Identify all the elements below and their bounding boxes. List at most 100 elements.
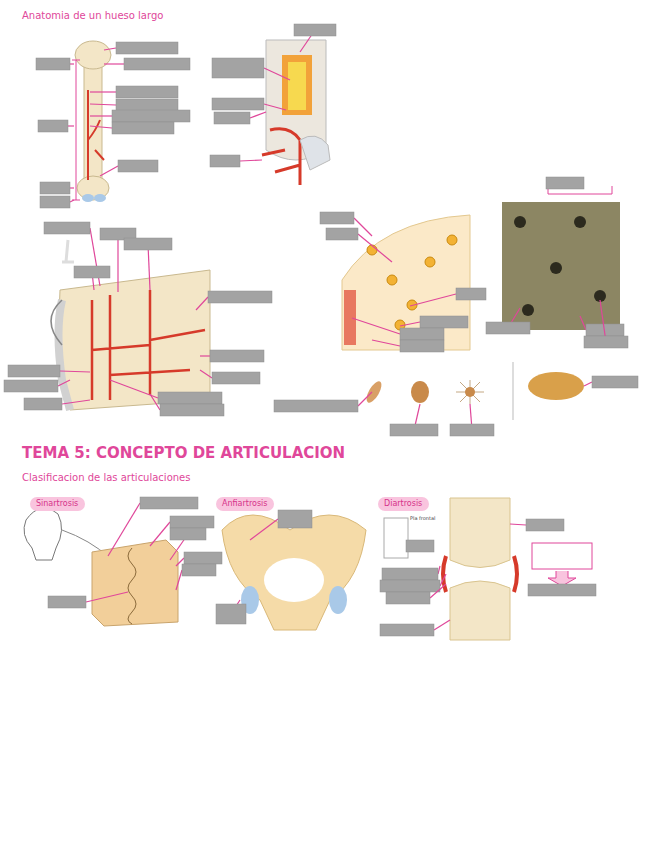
osteoprogenitor (364, 379, 385, 405)
blank-label (212, 372, 260, 384)
blank-label (4, 380, 58, 392)
topic-heading: TEMA 5: CONCEPTO DE ARTICULACION (22, 444, 345, 462)
blank-label (124, 58, 190, 70)
leader-line (358, 392, 372, 406)
cartilage (82, 194, 94, 202)
leader-line (90, 104, 116, 105)
skull-outline (24, 508, 62, 560)
blank-label (212, 98, 264, 110)
blank-label (210, 350, 264, 362)
leader-line (410, 294, 456, 306)
canal (344, 290, 356, 345)
leader-line (196, 297, 208, 310)
category-pill: Anfiartrosis (216, 497, 274, 511)
bracket (532, 543, 592, 569)
blank-label (44, 222, 90, 234)
blank-label (400, 328, 444, 340)
blank-label (40, 182, 70, 194)
lamella (342, 215, 470, 350)
tissue (502, 202, 620, 330)
leader-line (250, 112, 266, 118)
vessel (262, 129, 300, 185)
leader-line (200, 370, 212, 378)
marrow (282, 55, 312, 115)
subheading: Clasificacion de las articulaciones (22, 472, 190, 483)
leader-line (90, 115, 112, 116)
blank-label (278, 510, 312, 528)
blank-label (528, 584, 596, 596)
osteon-block (51, 240, 210, 410)
long-bone (72, 41, 111, 202)
bone-icon (62, 240, 74, 262)
leader-line (434, 620, 450, 630)
haversian-canal (574, 216, 586, 228)
blank-label (112, 122, 174, 134)
leader-line (430, 584, 446, 598)
leader-line (70, 187, 74, 188)
blank-label (326, 228, 358, 240)
blank-label (170, 516, 214, 528)
leader-line (58, 380, 70, 386)
leader-line (352, 318, 400, 334)
category-pill: Diartrosis (378, 497, 429, 511)
category-pill: Sinartrosis (30, 497, 85, 511)
blank-label (450, 424, 494, 436)
blank-label (158, 392, 222, 404)
blank-label (24, 398, 62, 410)
periosteum (59, 300, 71, 410)
osteocyte (367, 245, 377, 255)
blank-label (294, 24, 336, 36)
blank-label (160, 404, 224, 416)
pelvic-inlet (264, 558, 324, 602)
osteocyte (387, 275, 397, 285)
leader-line (117, 234, 118, 292)
blank-label (212, 58, 264, 78)
blank-label (74, 266, 110, 278)
blank-label (382, 568, 438, 580)
blank-label (116, 99, 178, 111)
leader-line (264, 104, 286, 110)
blank-label (8, 365, 60, 377)
leader-line (90, 91, 116, 92)
blank-labels (4, 24, 638, 636)
blank-label (118, 160, 158, 172)
blank-label (420, 316, 468, 328)
bone-ends (450, 498, 510, 640)
leader-line (68, 125, 74, 126)
leader-line (150, 522, 170, 546)
blank-label (184, 552, 222, 564)
blank-label (406, 540, 434, 552)
leader-line (104, 48, 116, 50)
bracket (72, 60, 80, 200)
blank-label (124, 238, 172, 250)
vessel (92, 290, 205, 400)
haversian-canal (514, 216, 526, 228)
arrow-curve (51, 300, 62, 345)
suture-line (128, 548, 136, 624)
blank-label (208, 291, 272, 303)
leader-line (584, 382, 592, 386)
blank-label (584, 336, 628, 348)
haversian-canal (550, 262, 562, 274)
haversian-canal (522, 304, 534, 316)
blank-label (486, 322, 530, 334)
leader-line (600, 300, 606, 342)
leader-line (264, 68, 290, 80)
cartilage (94, 194, 106, 202)
pill-text: Diartrosis (384, 499, 423, 509)
blank-label (390, 424, 438, 436)
blank-label (210, 155, 240, 167)
leader-line (200, 355, 210, 356)
leader-line (90, 126, 112, 128)
leader-line (250, 519, 278, 540)
leader-line (60, 371, 90, 372)
blank-label (380, 580, 440, 592)
micrograph (502, 186, 620, 330)
osteoblast (411, 381, 429, 403)
capsule (443, 556, 517, 592)
blank-label (170, 528, 206, 540)
leader-line (510, 524, 526, 525)
osteocyte (456, 380, 484, 404)
bone-block (92, 540, 178, 626)
